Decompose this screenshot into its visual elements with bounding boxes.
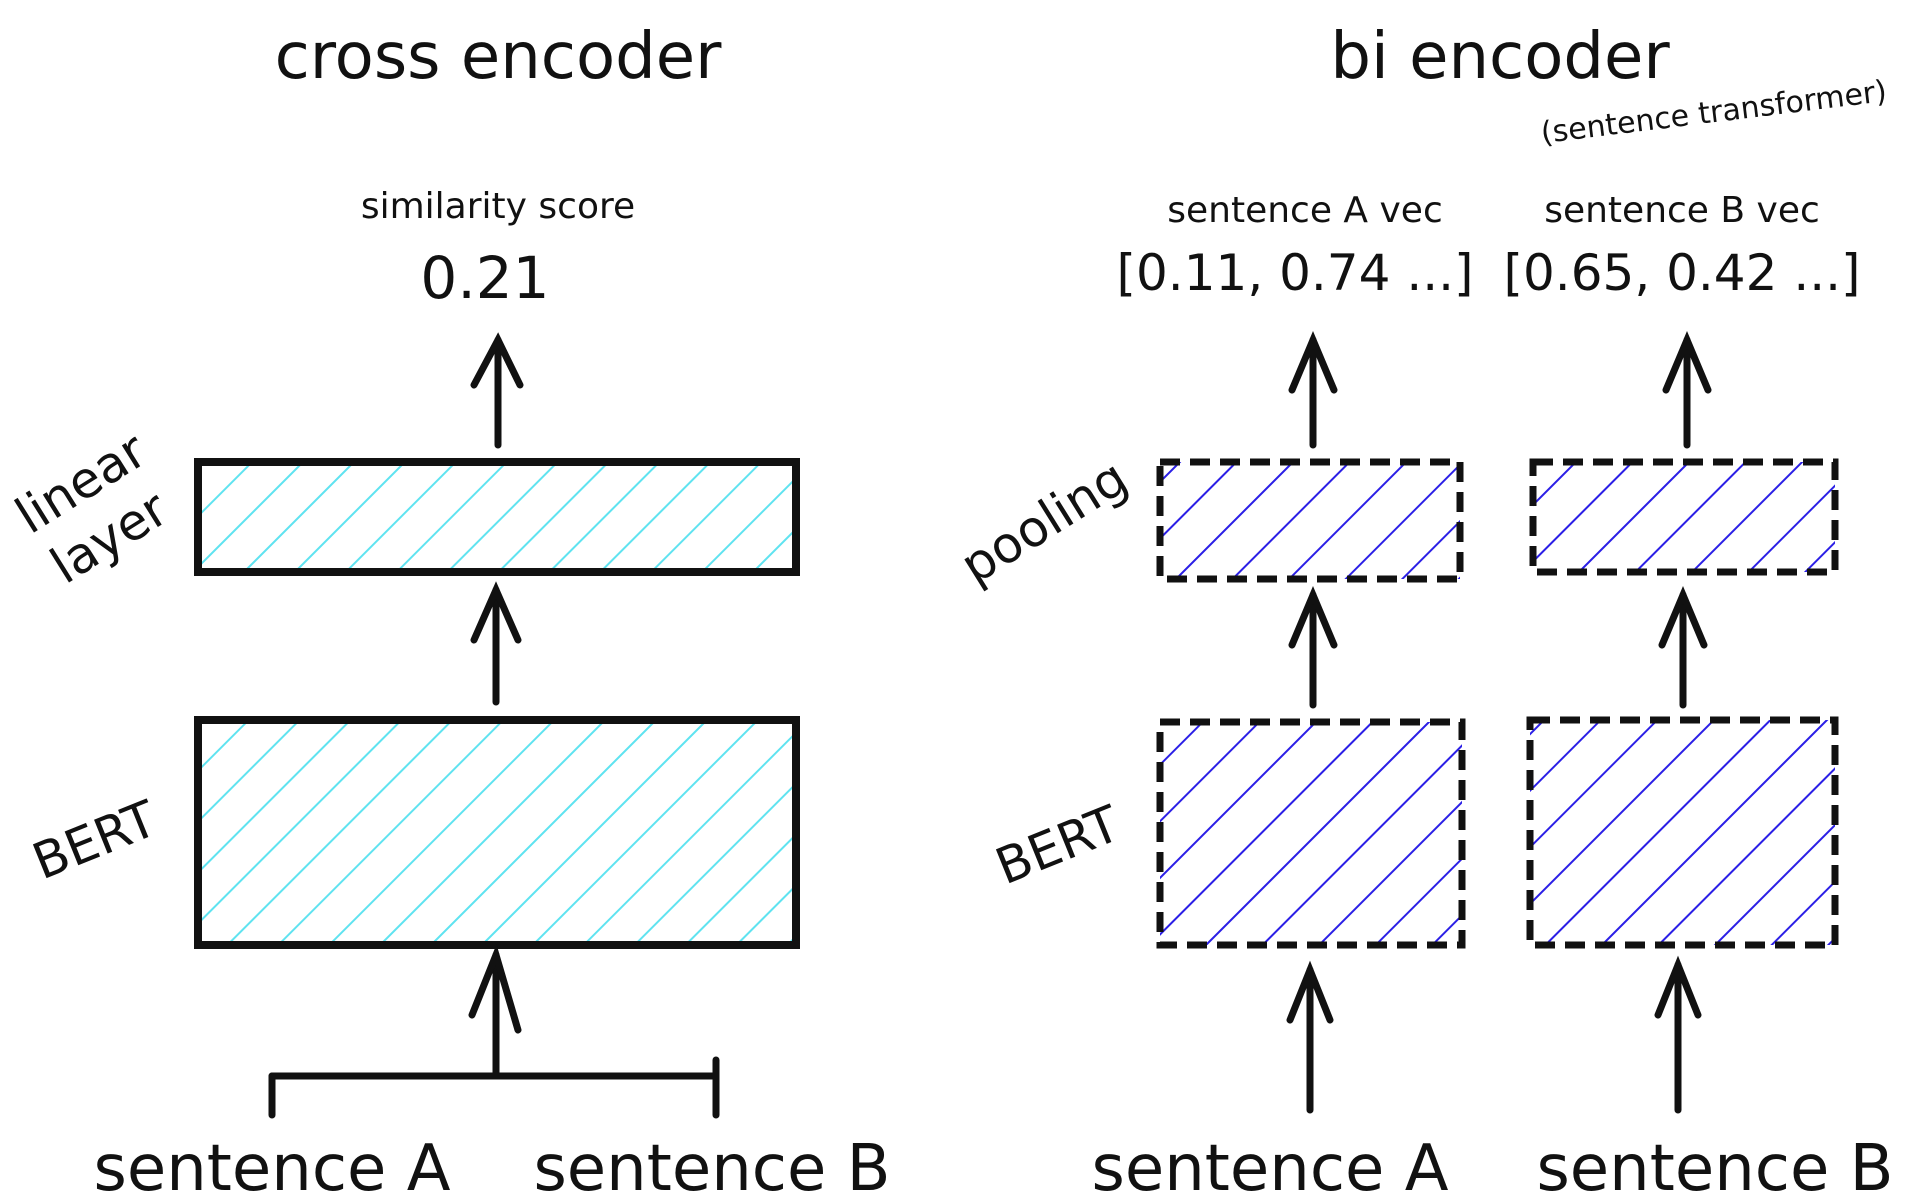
similarity-score-value: 0.21 <box>420 244 549 312</box>
pooling-a-box <box>1156 458 1464 583</box>
arrow-bert-b-to-pooling <box>1658 585 1708 709</box>
sentence-a-vec-label: sentence A vec <box>1167 190 1443 231</box>
sentence-a-vec-value: [0.11, 0.74 ...] <box>1116 244 1473 302</box>
bi-bert-b-box <box>1526 716 1839 949</box>
linear-layer-box <box>194 458 800 576</box>
input-bracket <box>268 1056 720 1119</box>
sentence-b-vec-value: [0.65, 0.42 ...] <box>1503 244 1860 302</box>
cross-input-sentence-a: sentence A <box>94 1132 451 1200</box>
bi-input-sentence-a: sentence A <box>1092 1132 1449 1200</box>
bi-input-sentence-b: sentence B <box>1536 1132 1893 1200</box>
pooling-b-box <box>1529 458 1839 576</box>
arrow-pooling-b-to-vec <box>1662 330 1712 449</box>
bi-bert-a-box <box>1156 718 1466 949</box>
sentence-b-vec-label: sentence B vec <box>1544 190 1820 231</box>
cross-encoder-title: cross encoder <box>275 20 723 94</box>
bi-bert-label: BERT <box>988 794 1128 896</box>
similarity-score-label: similarity score <box>361 186 635 227</box>
arrow-linear-to-score <box>470 332 524 449</box>
arrow-pooling-a-to-vec <box>1288 330 1338 449</box>
arrow-input-b-to-bert <box>1654 955 1702 1114</box>
arrow-bert-a-to-pooling <box>1288 585 1338 709</box>
pooling-label: pooling <box>951 448 1138 595</box>
cross-bert-box <box>194 716 800 949</box>
bi-encoder-title: bi encoder <box>1330 20 1670 94</box>
cross-input-sentence-b: sentence B <box>533 1132 890 1200</box>
arrow-input-to-bert <box>468 944 522 1079</box>
cross-bert-label: BERT <box>25 789 165 891</box>
arrow-bert-to-linear <box>470 581 522 706</box>
arrow-input-a-to-bert <box>1286 960 1334 1114</box>
